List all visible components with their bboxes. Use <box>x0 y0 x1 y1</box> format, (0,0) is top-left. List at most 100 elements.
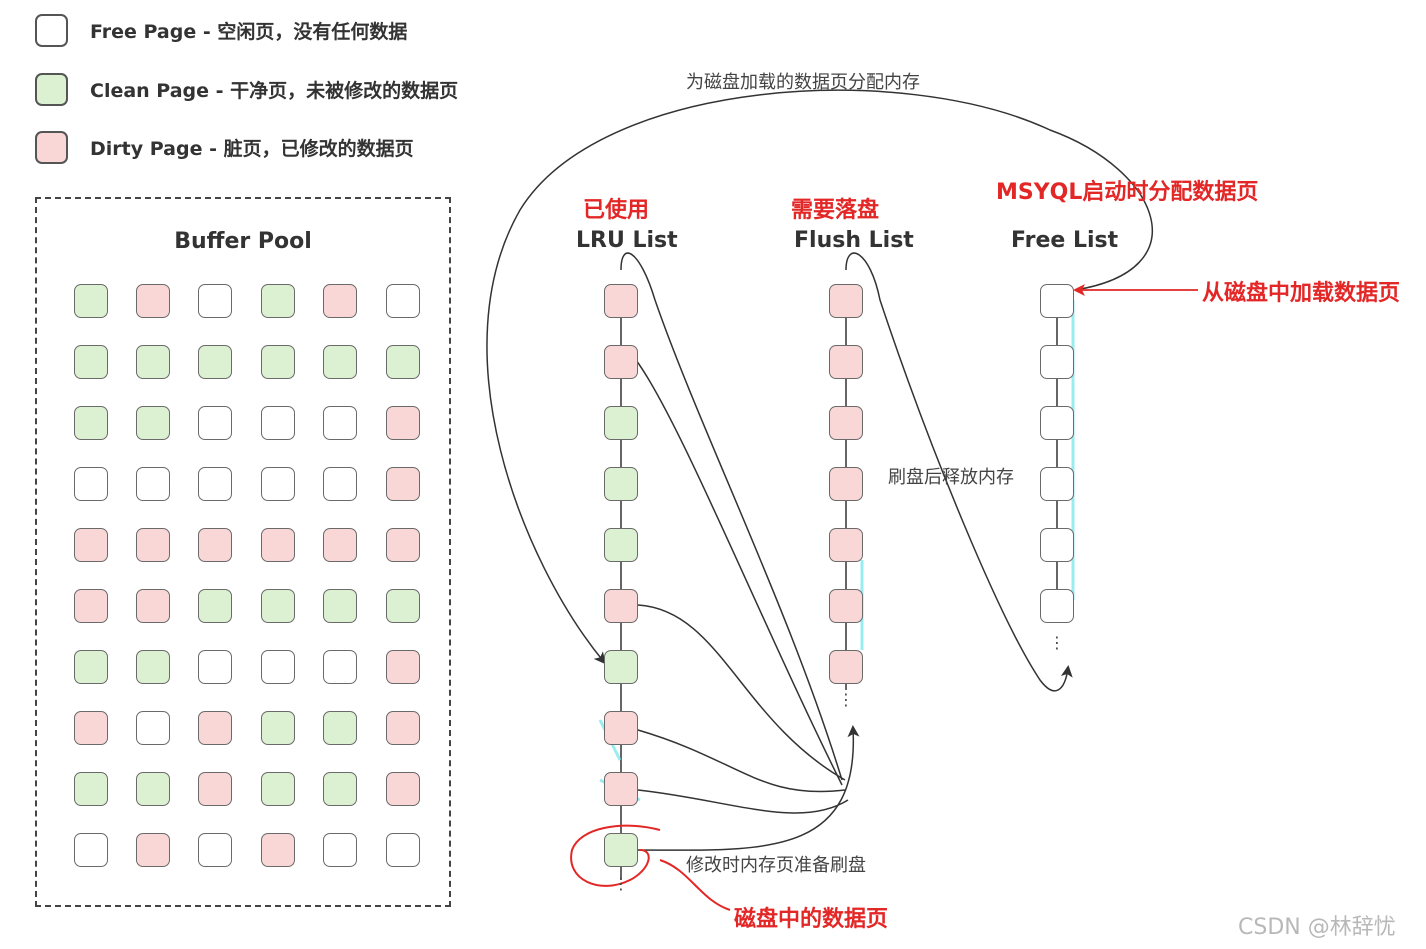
buffer-page-dirty <box>386 650 420 684</box>
flush-page-dirty <box>829 406 863 440</box>
buffer-page-clean <box>323 589 357 623</box>
buffer-page-clean <box>261 284 295 318</box>
buffer-page-dirty <box>136 528 170 562</box>
buffer-page-dirty <box>136 589 170 623</box>
flush-page-dirty <box>829 528 863 562</box>
buffer-page-clean <box>261 711 295 745</box>
watermark: CSDN @林辞忧 <box>1238 915 1396 940</box>
free-page-free <box>1040 528 1074 562</box>
buffer-page-clean <box>136 650 170 684</box>
lru-list-title: LRU List <box>576 228 678 253</box>
release-memory-note: 刷盘后释放内存 <box>888 467 1014 488</box>
buffer-page-free <box>323 406 357 440</box>
buffer-page-free <box>261 467 295 501</box>
buffer-page-clean <box>136 345 170 379</box>
buffer-page-free <box>136 711 170 745</box>
buffer-page-clean <box>74 650 108 684</box>
buffer-page-dirty <box>261 833 295 867</box>
buffer-page-dirty <box>136 284 170 318</box>
lru-page-clean <box>604 528 638 562</box>
buffer-page-free <box>74 467 108 501</box>
free-ellipsis: ⋮ <box>1049 633 1065 652</box>
buffer-page-dirty <box>323 528 357 562</box>
buffer-page-clean <box>74 284 108 318</box>
lru-page-dirty <box>604 711 638 745</box>
lru-ellipsis: ⋮ <box>613 874 629 893</box>
buffer-page-dirty <box>386 772 420 806</box>
buffer-page-free <box>261 406 295 440</box>
legend-clean: Clean Page - 干净页，未被修改的数据页 <box>35 71 458 107</box>
clean-page-swatch <box>35 72 68 106</box>
legend-free: Free Page - 空闲页，没有任何数据 <box>35 12 407 48</box>
flush-ellipsis: ⋮ <box>838 690 854 709</box>
alloc-memory-note: 为磁盘加载的数据页分配内存 <box>686 72 920 93</box>
buffer-page-clean <box>323 345 357 379</box>
flush-page-dirty <box>829 589 863 623</box>
buffer-page-free <box>198 833 232 867</box>
buffer-page-dirty <box>198 528 232 562</box>
lru-page-dirty <box>604 772 638 806</box>
buffer-page-dirty <box>136 833 170 867</box>
buffer-page-free <box>198 467 232 501</box>
load-from-disk-label: 从磁盘中加载数据页 <box>1202 281 1401 306</box>
buffer-page-free <box>198 406 232 440</box>
lru-curve-3 <box>637 604 846 781</box>
free-page-free <box>1040 467 1074 501</box>
buffer-page-dirty <box>261 528 295 562</box>
free-page-free <box>1040 284 1074 318</box>
lru-page-clean <box>604 833 638 867</box>
lru-curve-4 <box>637 729 846 793</box>
buffer-pool-title: Buffer Pool <box>174 229 312 254</box>
buffer-page-dirty <box>74 711 108 745</box>
lru-tag: 已使用 <box>583 198 650 223</box>
buffer-page-dirty <box>386 528 420 562</box>
disk-page-scribble <box>570 824 731 911</box>
flush-tag: 需要落盘 <box>791 198 880 223</box>
buffer-page-clean <box>198 345 232 379</box>
lru-curve-5 <box>637 789 849 814</box>
buffer-page-dirty <box>323 284 357 318</box>
legend-free-label: Free Page - 空闲页，没有任何数据 <box>90 20 408 43</box>
buffer-page-free <box>74 833 108 867</box>
buffer-page-clean <box>386 589 420 623</box>
legend-clean-label: Clean Page - 干净页，未被修改的数据页 <box>90 79 459 102</box>
free-list-title: Free List <box>1011 228 1119 253</box>
buffer-page-dirty <box>386 467 420 501</box>
lru-page-dirty <box>604 589 638 623</box>
flush-page-dirty <box>829 467 863 501</box>
buffer-page-free <box>386 833 420 867</box>
dirty-page-swatch <box>35 130 68 164</box>
buffer-page-dirty <box>386 711 420 745</box>
buffer-page-clean <box>261 589 295 623</box>
free-page-swatch <box>35 13 68 47</box>
lru-page-clean <box>604 650 638 684</box>
disk-page-label: 磁盘中的数据页 <box>734 907 889 932</box>
buffer-page-clean <box>386 345 420 379</box>
flush-page-dirty <box>829 284 863 318</box>
lru-page-clean <box>604 406 638 440</box>
buffer-page-clean <box>136 406 170 440</box>
buffer-page-free <box>198 650 232 684</box>
release-memory-loop <box>845 252 1073 692</box>
flush-page-dirty <box>829 345 863 379</box>
buffer-page-free <box>323 833 357 867</box>
buffer-page-dirty <box>74 589 108 623</box>
lru-page-clean <box>604 467 638 501</box>
free-page-free <box>1040 406 1074 440</box>
free-page-free <box>1040 345 1074 379</box>
lru-curve-6 <box>635 725 860 851</box>
buffer-page-dirty <box>198 772 232 806</box>
buffer-page-clean <box>323 711 357 745</box>
buffer-page-free <box>261 650 295 684</box>
buffer-pool: Buffer Pool <box>35 197 451 907</box>
buffer-page-free <box>323 467 357 501</box>
buffer-page-clean <box>74 345 108 379</box>
free-page-free <box>1040 589 1074 623</box>
legend-dirty: Dirty Page - 脏页，已修改的数据页 <box>35 129 414 165</box>
buffer-page-clean <box>74 406 108 440</box>
buffer-page-clean <box>261 345 295 379</box>
buffer-page-free <box>323 650 357 684</box>
buffer-page-free <box>386 284 420 318</box>
buffer-page-clean <box>136 772 170 806</box>
